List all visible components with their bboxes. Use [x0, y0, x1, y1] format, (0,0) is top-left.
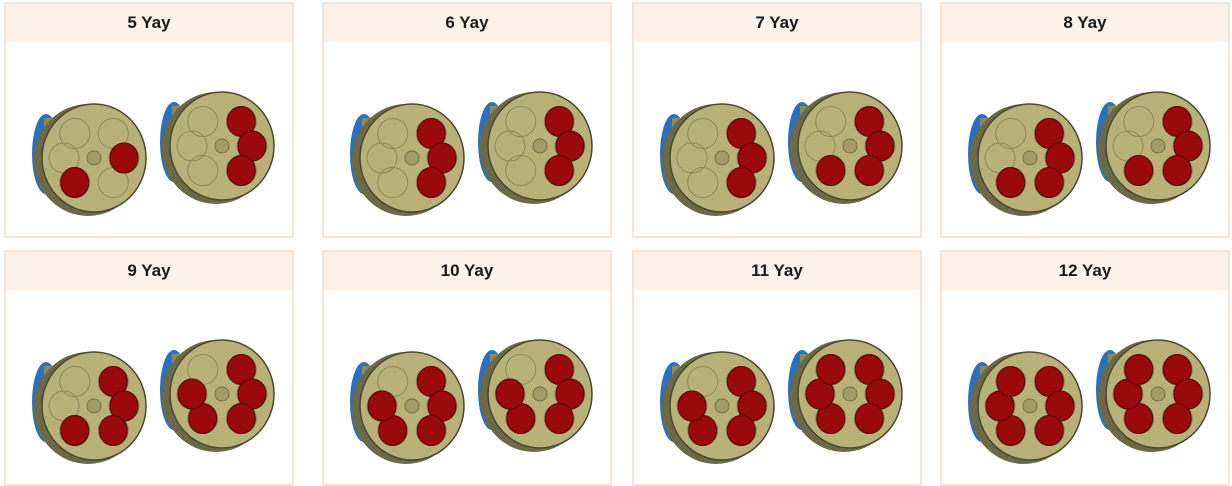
- spring-icon: [1125, 354, 1153, 384]
- card-image: [634, 290, 920, 484]
- card-5-springs: 5 Yay: [4, 2, 294, 238]
- card-image: [634, 42, 920, 236]
- card-image: [6, 42, 292, 236]
- spring-drum-icon: [12, 54, 290, 234]
- spring-icon: [817, 354, 845, 384]
- drum-hub: [87, 151, 101, 165]
- card-title: 5 Yay: [6, 4, 292, 42]
- spring-drum: [968, 352, 1082, 464]
- spring-icon: [997, 168, 1025, 198]
- spring-drum-icon: [330, 54, 608, 234]
- spring-icon: [61, 168, 89, 198]
- spring-icon: [678, 391, 706, 421]
- card-title: 11 Yay: [634, 252, 920, 290]
- card-image: [942, 290, 1228, 484]
- spring-count-grid: 5 Yay 6 Yay 7 Yay 8 Yay 9 Yay 10 Yay 11 …: [4, 2, 1228, 464]
- card-title: 8 Yay: [942, 4, 1228, 42]
- spring-icon: [855, 156, 883, 186]
- spring-drum-icon: [948, 54, 1226, 234]
- card-8-springs: 8 Yay: [940, 2, 1230, 238]
- card-title: 7 Yay: [634, 4, 920, 42]
- drum-hub: [533, 387, 547, 401]
- spring-icon: [227, 156, 255, 186]
- card-image: [324, 290, 610, 484]
- spring-drum: [1096, 340, 1210, 452]
- spring-drum: [660, 352, 774, 464]
- spring-icon: [1163, 156, 1191, 186]
- drum-hub: [405, 151, 419, 165]
- spring-icon: [817, 156, 845, 186]
- spring-icon: [1035, 168, 1063, 198]
- spring-icon: [417, 416, 445, 446]
- spring-icon: [417, 168, 445, 198]
- spring-drum: [160, 92, 274, 204]
- drum-hub: [533, 139, 547, 153]
- spring-icon: [110, 143, 138, 173]
- card-title: 10 Yay: [324, 252, 610, 290]
- card-10-springs: 10 Yay: [322, 250, 612, 486]
- spring-drum-icon: [330, 302, 608, 482]
- card-7-springs: 7 Yay: [632, 2, 922, 238]
- card-12-springs: 12 Yay: [940, 250, 1230, 486]
- spring-icon: [545, 156, 573, 186]
- spring-icon: [368, 391, 396, 421]
- spring-drum-icon: [640, 54, 918, 234]
- spring-drum: [478, 340, 592, 452]
- drum-hub: [87, 399, 101, 413]
- spring-icon: [227, 404, 255, 434]
- drum-hub: [843, 387, 857, 401]
- spring-icon: [1163, 404, 1191, 434]
- spring-drum-icon: [640, 302, 918, 482]
- spring-drum: [478, 92, 592, 204]
- spring-icon: [855, 404, 883, 434]
- spring-icon: [727, 416, 755, 446]
- spring-icon: [1125, 156, 1153, 186]
- card-image: [324, 42, 610, 236]
- spring-drum: [788, 340, 902, 452]
- spring-drum: [32, 352, 146, 464]
- spring-icon: [1035, 416, 1063, 446]
- card-6-springs: 6 Yay: [322, 2, 612, 238]
- card-11-springs: 11 Yay: [632, 250, 922, 486]
- drum-hub: [843, 139, 857, 153]
- spring-drum: [350, 352, 464, 464]
- card-image: [942, 42, 1228, 236]
- spring-icon: [997, 366, 1025, 396]
- drum-hub: [715, 151, 729, 165]
- spring-icon: [178, 379, 206, 409]
- spring-drum: [1096, 92, 1210, 204]
- drum-hub: [405, 399, 419, 413]
- card-title: 12 Yay: [942, 252, 1228, 290]
- drum-hub: [215, 139, 229, 153]
- card-title: 6 Yay: [324, 4, 610, 42]
- drum-hub: [1023, 399, 1037, 413]
- spring-drum: [788, 92, 902, 204]
- spring-icon: [99, 416, 127, 446]
- card-title: 9 Yay: [6, 252, 292, 290]
- card-image: [6, 290, 292, 484]
- spring-drum-icon: [12, 302, 290, 482]
- drum-hub: [1023, 151, 1037, 165]
- spring-drum: [32, 104, 146, 216]
- drum-hub: [715, 399, 729, 413]
- spring-icon: [61, 416, 89, 446]
- spring-drum-icon: [948, 302, 1226, 482]
- drum-hub: [215, 387, 229, 401]
- drum-hub: [1151, 387, 1165, 401]
- spring-icon: [727, 168, 755, 198]
- spring-drum: [160, 340, 274, 452]
- card-9-springs: 9 Yay: [4, 250, 294, 486]
- drum-hub: [1151, 139, 1165, 153]
- spring-icon: [545, 404, 573, 434]
- spring-icon: [496, 379, 524, 409]
- spring-drum: [350, 104, 464, 216]
- spring-drum: [660, 104, 774, 216]
- spring-drum: [968, 104, 1082, 216]
